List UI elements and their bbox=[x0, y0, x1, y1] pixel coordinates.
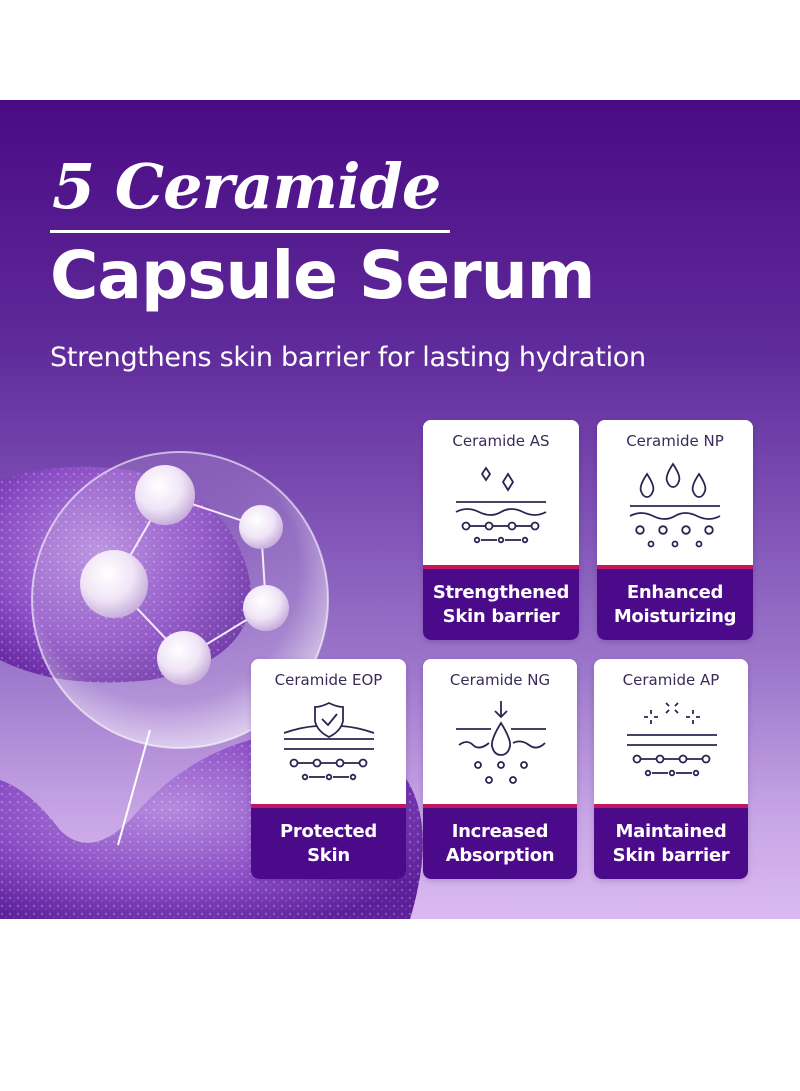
subtitle: Strengthens skin barrier for lasting hyd… bbox=[50, 342, 646, 373]
title-capsule-serum: Capsule Serum bbox=[50, 237, 595, 314]
ceramide-card-eop: Ceramide EOP Protected Skin bbox=[251, 659, 406, 879]
card-benefit: Protected Skin bbox=[280, 820, 377, 866]
card-separator bbox=[251, 804, 406, 808]
card-ingredient-label: Ceramide NP bbox=[626, 432, 724, 450]
card-ingredient-label: Ceramide EOP bbox=[274, 671, 383, 689]
card-benefit: Strengthened Skin barrier bbox=[432, 581, 570, 627]
card-benefit: Maintained Skin barrier bbox=[612, 820, 730, 866]
molecule-atom bbox=[243, 585, 289, 631]
molecule-atom bbox=[135, 465, 195, 525]
water-drops-skin-icon bbox=[629, 462, 721, 548]
drop-absorption-icon bbox=[456, 701, 546, 784]
card-separator bbox=[597, 565, 753, 569]
card-separator bbox=[423, 804, 577, 808]
sparkle-barrier-icon bbox=[627, 702, 717, 777]
card-benefit: Increased Absorption bbox=[445, 820, 555, 866]
card-ingredient-label: Ceramide AS bbox=[452, 432, 550, 450]
ceramide-card-ap: Ceramide AP Maintained bbox=[594, 659, 748, 879]
shield-check-skin-icon bbox=[283, 701, 375, 781]
card-separator bbox=[423, 565, 579, 569]
card-ingredient-label: Ceramide AP bbox=[622, 671, 720, 689]
molecule-atom bbox=[157, 631, 211, 685]
molecule-atom bbox=[239, 505, 283, 549]
product-banner: 5 Ceramide Capsule Serum Strengthens ski… bbox=[0, 100, 800, 919]
ceramide-card-as: Ceramide AS Strengthened Skin barrier bbox=[423, 420, 579, 640]
card-benefit: Enhanced Moisturizing bbox=[613, 581, 737, 627]
title-underline bbox=[50, 230, 450, 233]
title-5-ceramide: 5 Ceramide bbox=[52, 150, 441, 223]
card-separator bbox=[594, 804, 748, 808]
molecule-atom bbox=[80, 550, 148, 618]
ceramide-card-np: Ceramide NP Enhanced Moisturizing bbox=[597, 420, 753, 640]
card-ingredient-label: Ceramide NG bbox=[449, 671, 551, 689]
sparkle-skin-layer-icon bbox=[455, 466, 547, 544]
ceramide-card-ng: Ceramide NG Increased Absorption bbox=[423, 659, 577, 879]
